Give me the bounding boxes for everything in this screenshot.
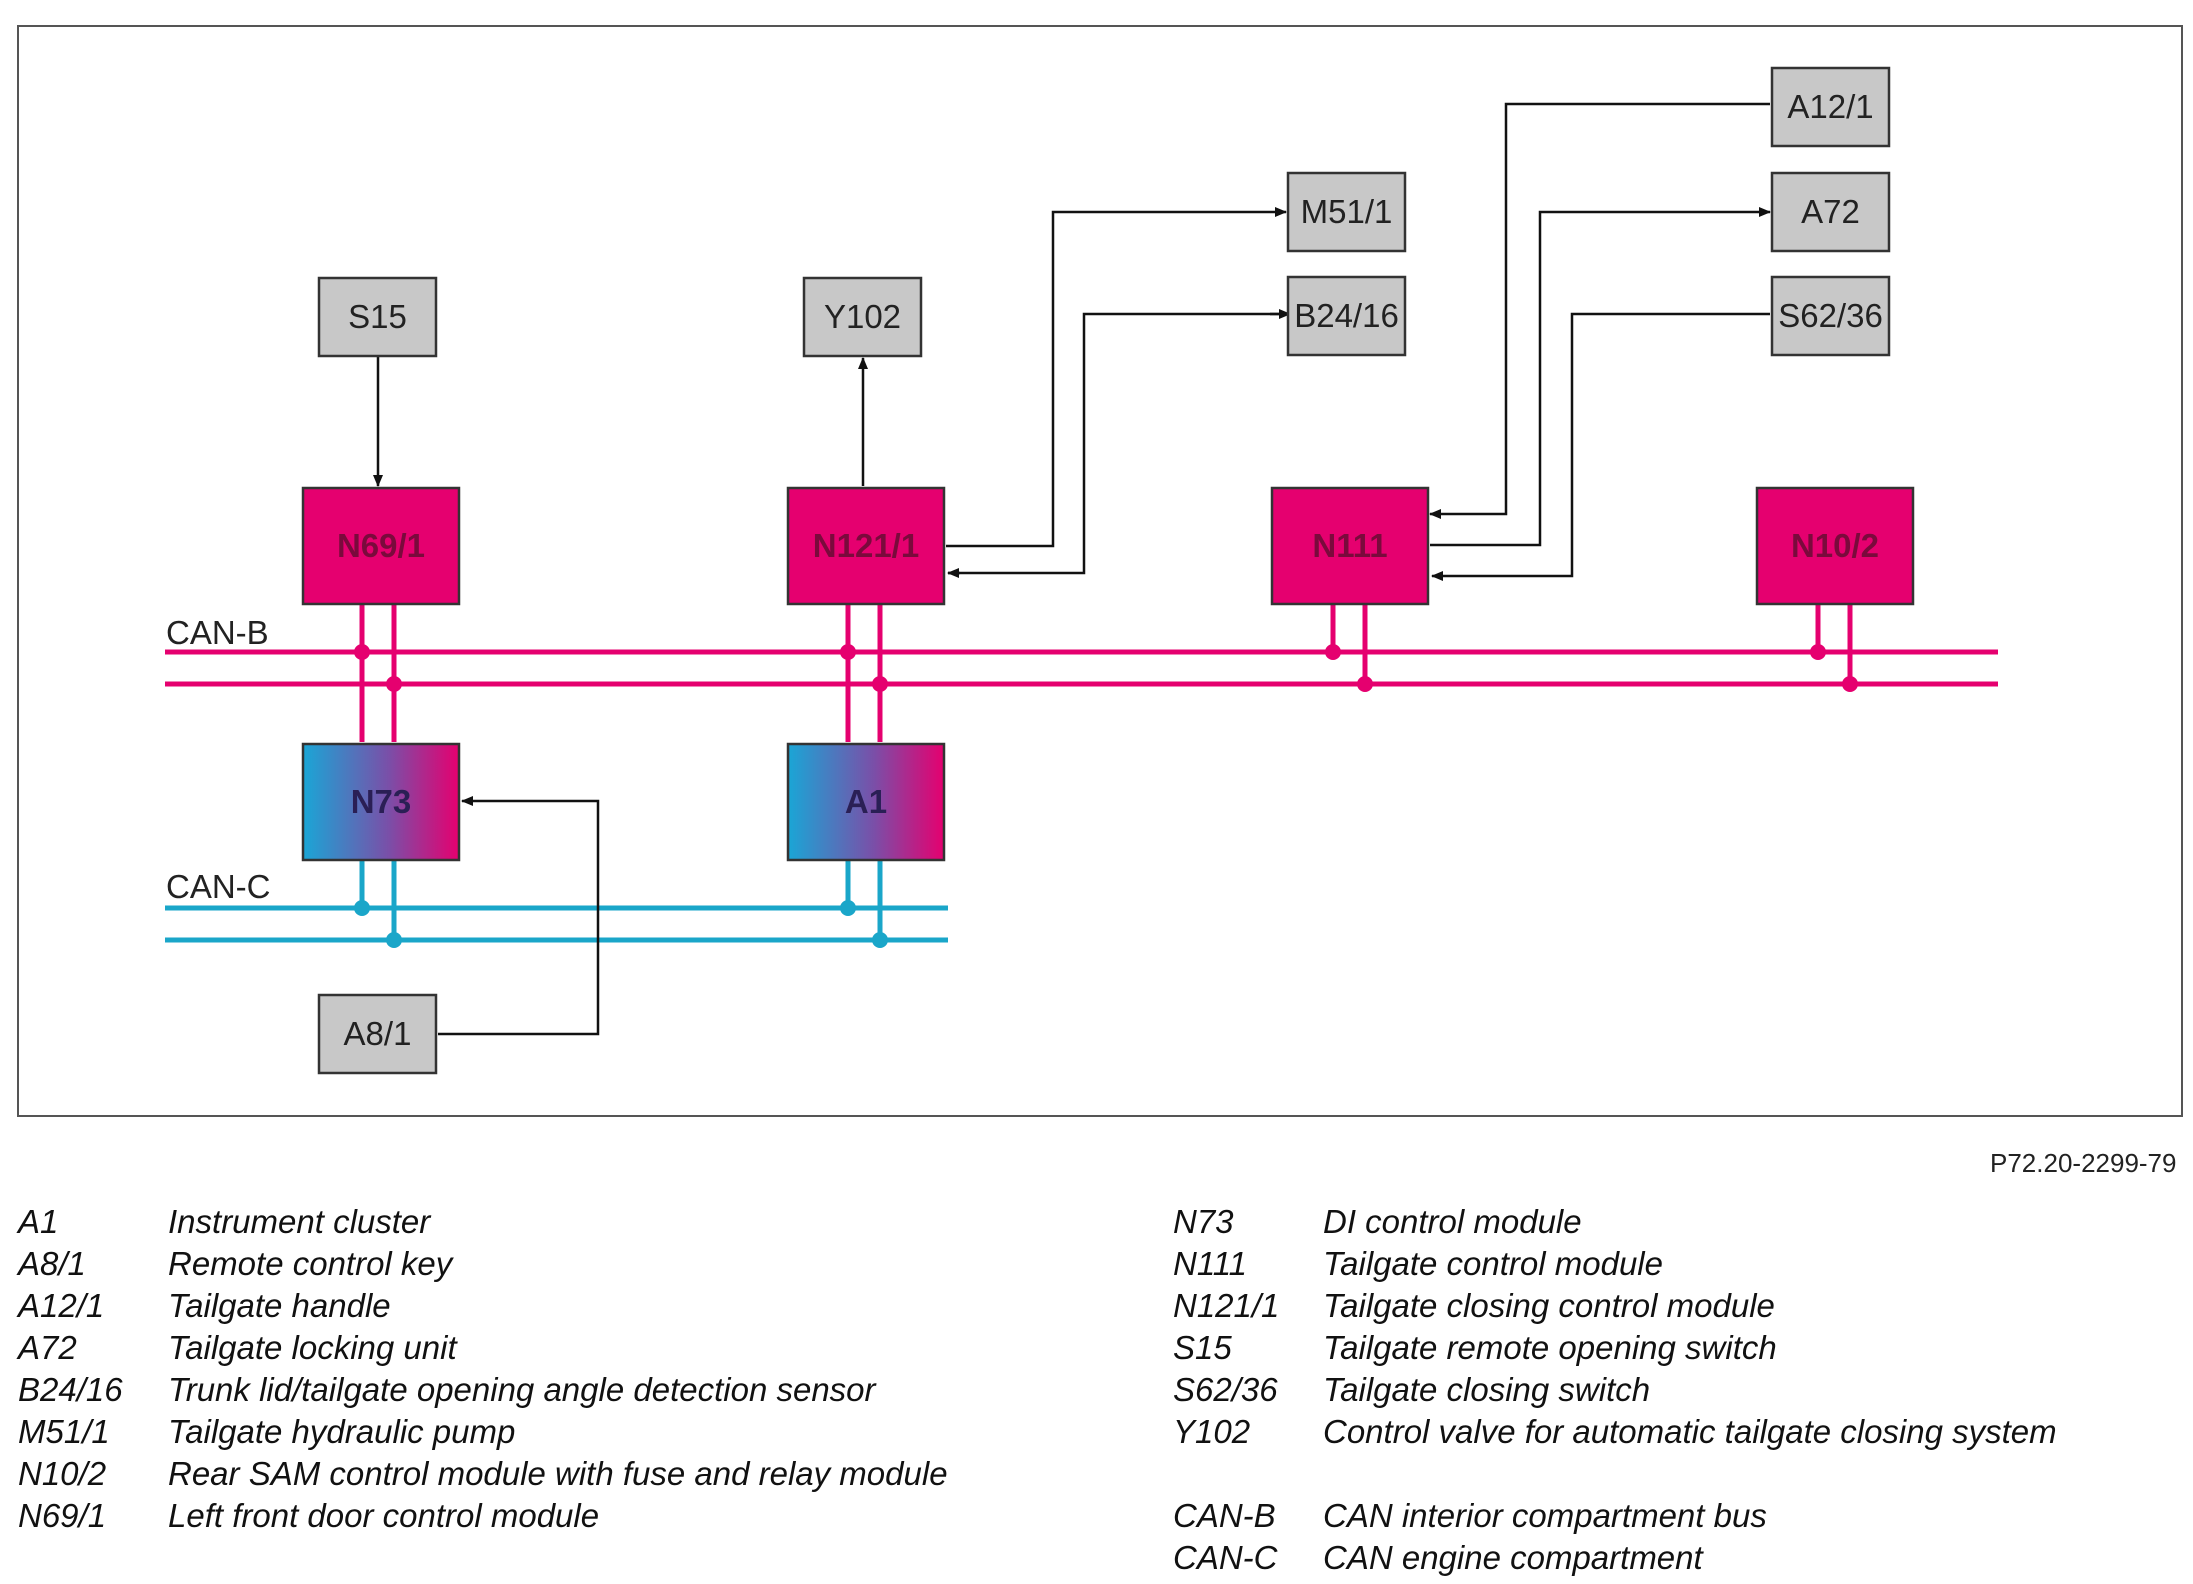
legend-code: N121/1 xyxy=(1173,1287,1280,1324)
reference-code: P72.20-2299-79 xyxy=(1990,1148,2177,1178)
legend-code: S15 xyxy=(1173,1329,1232,1366)
n10-2-can-b-junction-b xyxy=(1842,676,1858,692)
diagram-frame xyxy=(17,25,2183,1117)
n73-can-c-junction-a xyxy=(354,900,370,916)
component-s62-36-label: S62/36 xyxy=(1778,297,1883,334)
wire-a8-1-to-n73 xyxy=(438,796,600,1036)
component-m51-1: M51/1 xyxy=(1286,171,1407,253)
module-n121-1-label: N121/1 xyxy=(813,527,919,564)
legend-desc: Rear SAM control module with fuse and re… xyxy=(168,1455,948,1492)
n10-2-can-b-junction-a xyxy=(1810,644,1826,660)
wire-n111-to-a72 xyxy=(1430,207,1771,547)
component-a8-1-label: A8/1 xyxy=(344,1015,412,1052)
legend-desc: Remote control key xyxy=(168,1245,453,1282)
legend-code: CAN-B xyxy=(1173,1497,1276,1534)
legend-code: S62/36 xyxy=(1173,1371,1278,1408)
legend-desc: CAN interior compartment bus xyxy=(1323,1497,1767,1534)
component-s62-36: S62/36 xyxy=(1770,275,1891,357)
legend-desc: CAN engine compartment xyxy=(1323,1539,1703,1576)
component-a12-1: A12/1 xyxy=(1770,66,1891,148)
wire-b24-16-to-n121-1 xyxy=(948,312,1286,575)
component-a8-1: A8/1 xyxy=(317,993,438,1075)
legend-desc: Control valve for automatic tailgate clo… xyxy=(1323,1413,2057,1450)
module-n121-1: N121/1 xyxy=(786,486,946,606)
legend-code: A12/1 xyxy=(18,1287,105,1324)
n111-can-b-junction-b xyxy=(1357,676,1373,692)
component-y102: Y102 xyxy=(802,276,923,358)
legend-desc: Tailgate locking unit xyxy=(168,1329,457,1366)
legend-desc: Tailgate handle xyxy=(168,1287,391,1324)
legend-desc: Tailgate remote opening switch xyxy=(1323,1329,1777,1366)
legend-desc: DI control module xyxy=(1323,1203,1582,1240)
legend-desc: Tailgate closing switch xyxy=(1323,1371,1651,1408)
module-n73: N73 xyxy=(301,742,461,862)
module-n10-2: N10/2 xyxy=(1755,486,1915,606)
legend-code: B24/16 xyxy=(18,1371,123,1408)
component-b24-16: B24/16 xyxy=(1286,275,1407,357)
n73-can-c-junction-b xyxy=(386,932,402,948)
legend-code: N10/2 xyxy=(18,1455,107,1492)
module-n10-2-label: N10/2 xyxy=(1791,527,1879,564)
legend-right: N73 DI control module N111 Tailgate cont… xyxy=(1173,1203,2183,1583)
wire-a12-1-to-n111 xyxy=(1429,102,1770,519)
wire-s62-36-to-n111 xyxy=(1431,312,1770,581)
module-n111-label: N111 xyxy=(1312,527,1387,564)
legend-code: A72 xyxy=(18,1329,77,1366)
n111-can-b-junction-a xyxy=(1325,644,1341,660)
legend-code: N111 xyxy=(1173,1245,1247,1282)
component-b24-16-label: B24/16 xyxy=(1294,297,1399,334)
component-y102-label: Y102 xyxy=(824,298,901,335)
component-a72-label: A72 xyxy=(1801,193,1860,230)
legend-code: CAN-C xyxy=(1173,1539,1278,1576)
legend-desc: Left front door control module xyxy=(168,1497,600,1534)
component-a72: A72 xyxy=(1770,171,1891,253)
module-n69-1-label: N69/1 xyxy=(337,527,425,564)
legend-code: A8/1 xyxy=(18,1245,86,1282)
module-a1: A1 xyxy=(786,742,946,862)
component-s15: S15 xyxy=(317,276,438,358)
wire-n121-1-to-m51-1 xyxy=(946,207,1287,548)
legend-desc: Tailgate hydraulic pump xyxy=(168,1413,516,1450)
legend-desc: Tailgate control module xyxy=(1323,1245,1663,1282)
can-b-label: CAN-B xyxy=(166,614,269,651)
module-n73-label: N73 xyxy=(351,783,412,820)
legend-code: A1 xyxy=(18,1203,59,1240)
legend-code: N73 xyxy=(1173,1203,1234,1240)
component-s15-label: S15 xyxy=(348,298,407,335)
a1-can-c-junction-b xyxy=(872,932,888,948)
legend-code: N69/1 xyxy=(18,1497,107,1534)
legend-left: A1 Instrument cluster A8/1 Remote contro… xyxy=(18,1203,1118,1543)
legend-desc: Instrument cluster xyxy=(168,1203,431,1240)
can-c-label: CAN-C xyxy=(166,868,271,905)
a1-can-c-junction-a xyxy=(840,900,856,916)
module-a1-label: A1 xyxy=(845,783,887,820)
module-n69-1: N69/1 xyxy=(301,486,461,606)
legend-desc: Tailgate closing control module xyxy=(1323,1287,1775,1324)
component-m51-1-label: M51/1 xyxy=(1301,193,1393,230)
module-n111: N111 xyxy=(1270,486,1430,606)
component-a12-1-label: A12/1 xyxy=(1787,88,1873,125)
legend-code: Y102 xyxy=(1173,1413,1251,1450)
legend-desc: Trunk lid/tailgate opening angle detecti… xyxy=(168,1371,876,1408)
legend-code: M51/1 xyxy=(18,1413,110,1450)
